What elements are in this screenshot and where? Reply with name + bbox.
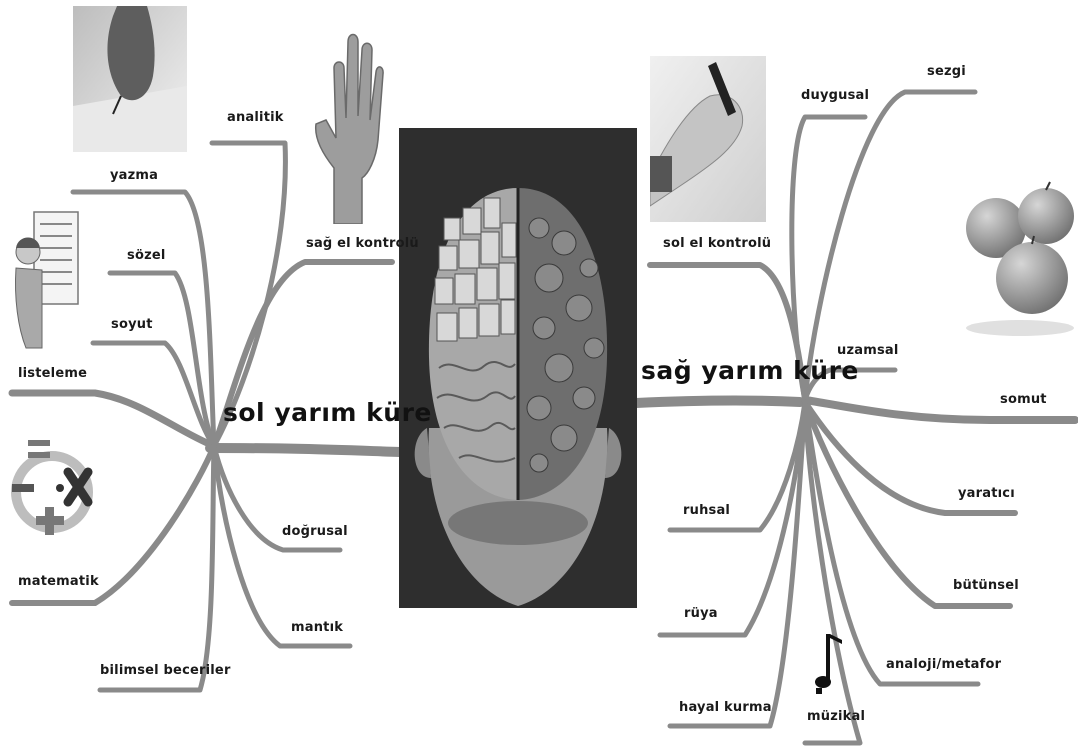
label-sag-el-kontrolu: sağ el kontrolü [306,236,419,251]
label-dogrusal: doğrusal [282,524,348,539]
label-muzikal: müzikal [807,709,865,724]
branch-mantik [214,446,350,646]
label-mantik: mantık [291,620,343,635]
list-person-icon [12,208,80,354]
label-butunsel: bütünsel [953,578,1019,593]
connector-left [210,448,400,452]
label-somut: somut [1000,392,1047,407]
label-uzamsal: uzamsal [837,343,899,358]
left-hemisphere-title: sol yarım küre [223,398,432,427]
right-hemisphere-title: sağ yarım küre [641,356,859,385]
apples-icon [960,170,1076,340]
writing-hand-icon [73,6,187,152]
branch-hayal [670,402,805,726]
label-sozel: sözel [127,248,166,263]
raised-hand-icon [312,28,384,224]
left-hand-pen-icon [650,56,766,222]
label-listeleme: listeleme [18,366,87,381]
label-ruhsal: ruhsal [683,503,730,518]
label-analitik: analitik [227,110,284,125]
label-sol-el-kontrolu: sol el kontrolü [663,236,771,251]
label-bilimsel-beceriler: bilimsel beceriler [100,663,231,678]
label-ruya: rüya [684,606,718,621]
math-symbols-icon [8,432,94,552]
connector-right [636,401,800,403]
branch-ruya [660,402,805,635]
label-analoji-metafor: analoji/metafor [886,657,1001,672]
label-duygusal: duygusal [801,88,869,103]
label-hayal-kurma: hayal kurma [679,700,772,715]
label-matematik: matematik [18,574,99,589]
brain-icon [399,128,637,608]
label-yaratici: yaratıcı [958,486,1015,501]
music-note-icon [814,630,844,696]
label-sezgi: sezgi [927,64,966,79]
label-yazma: yazma [110,168,158,183]
label-soyut: soyut [111,317,153,332]
